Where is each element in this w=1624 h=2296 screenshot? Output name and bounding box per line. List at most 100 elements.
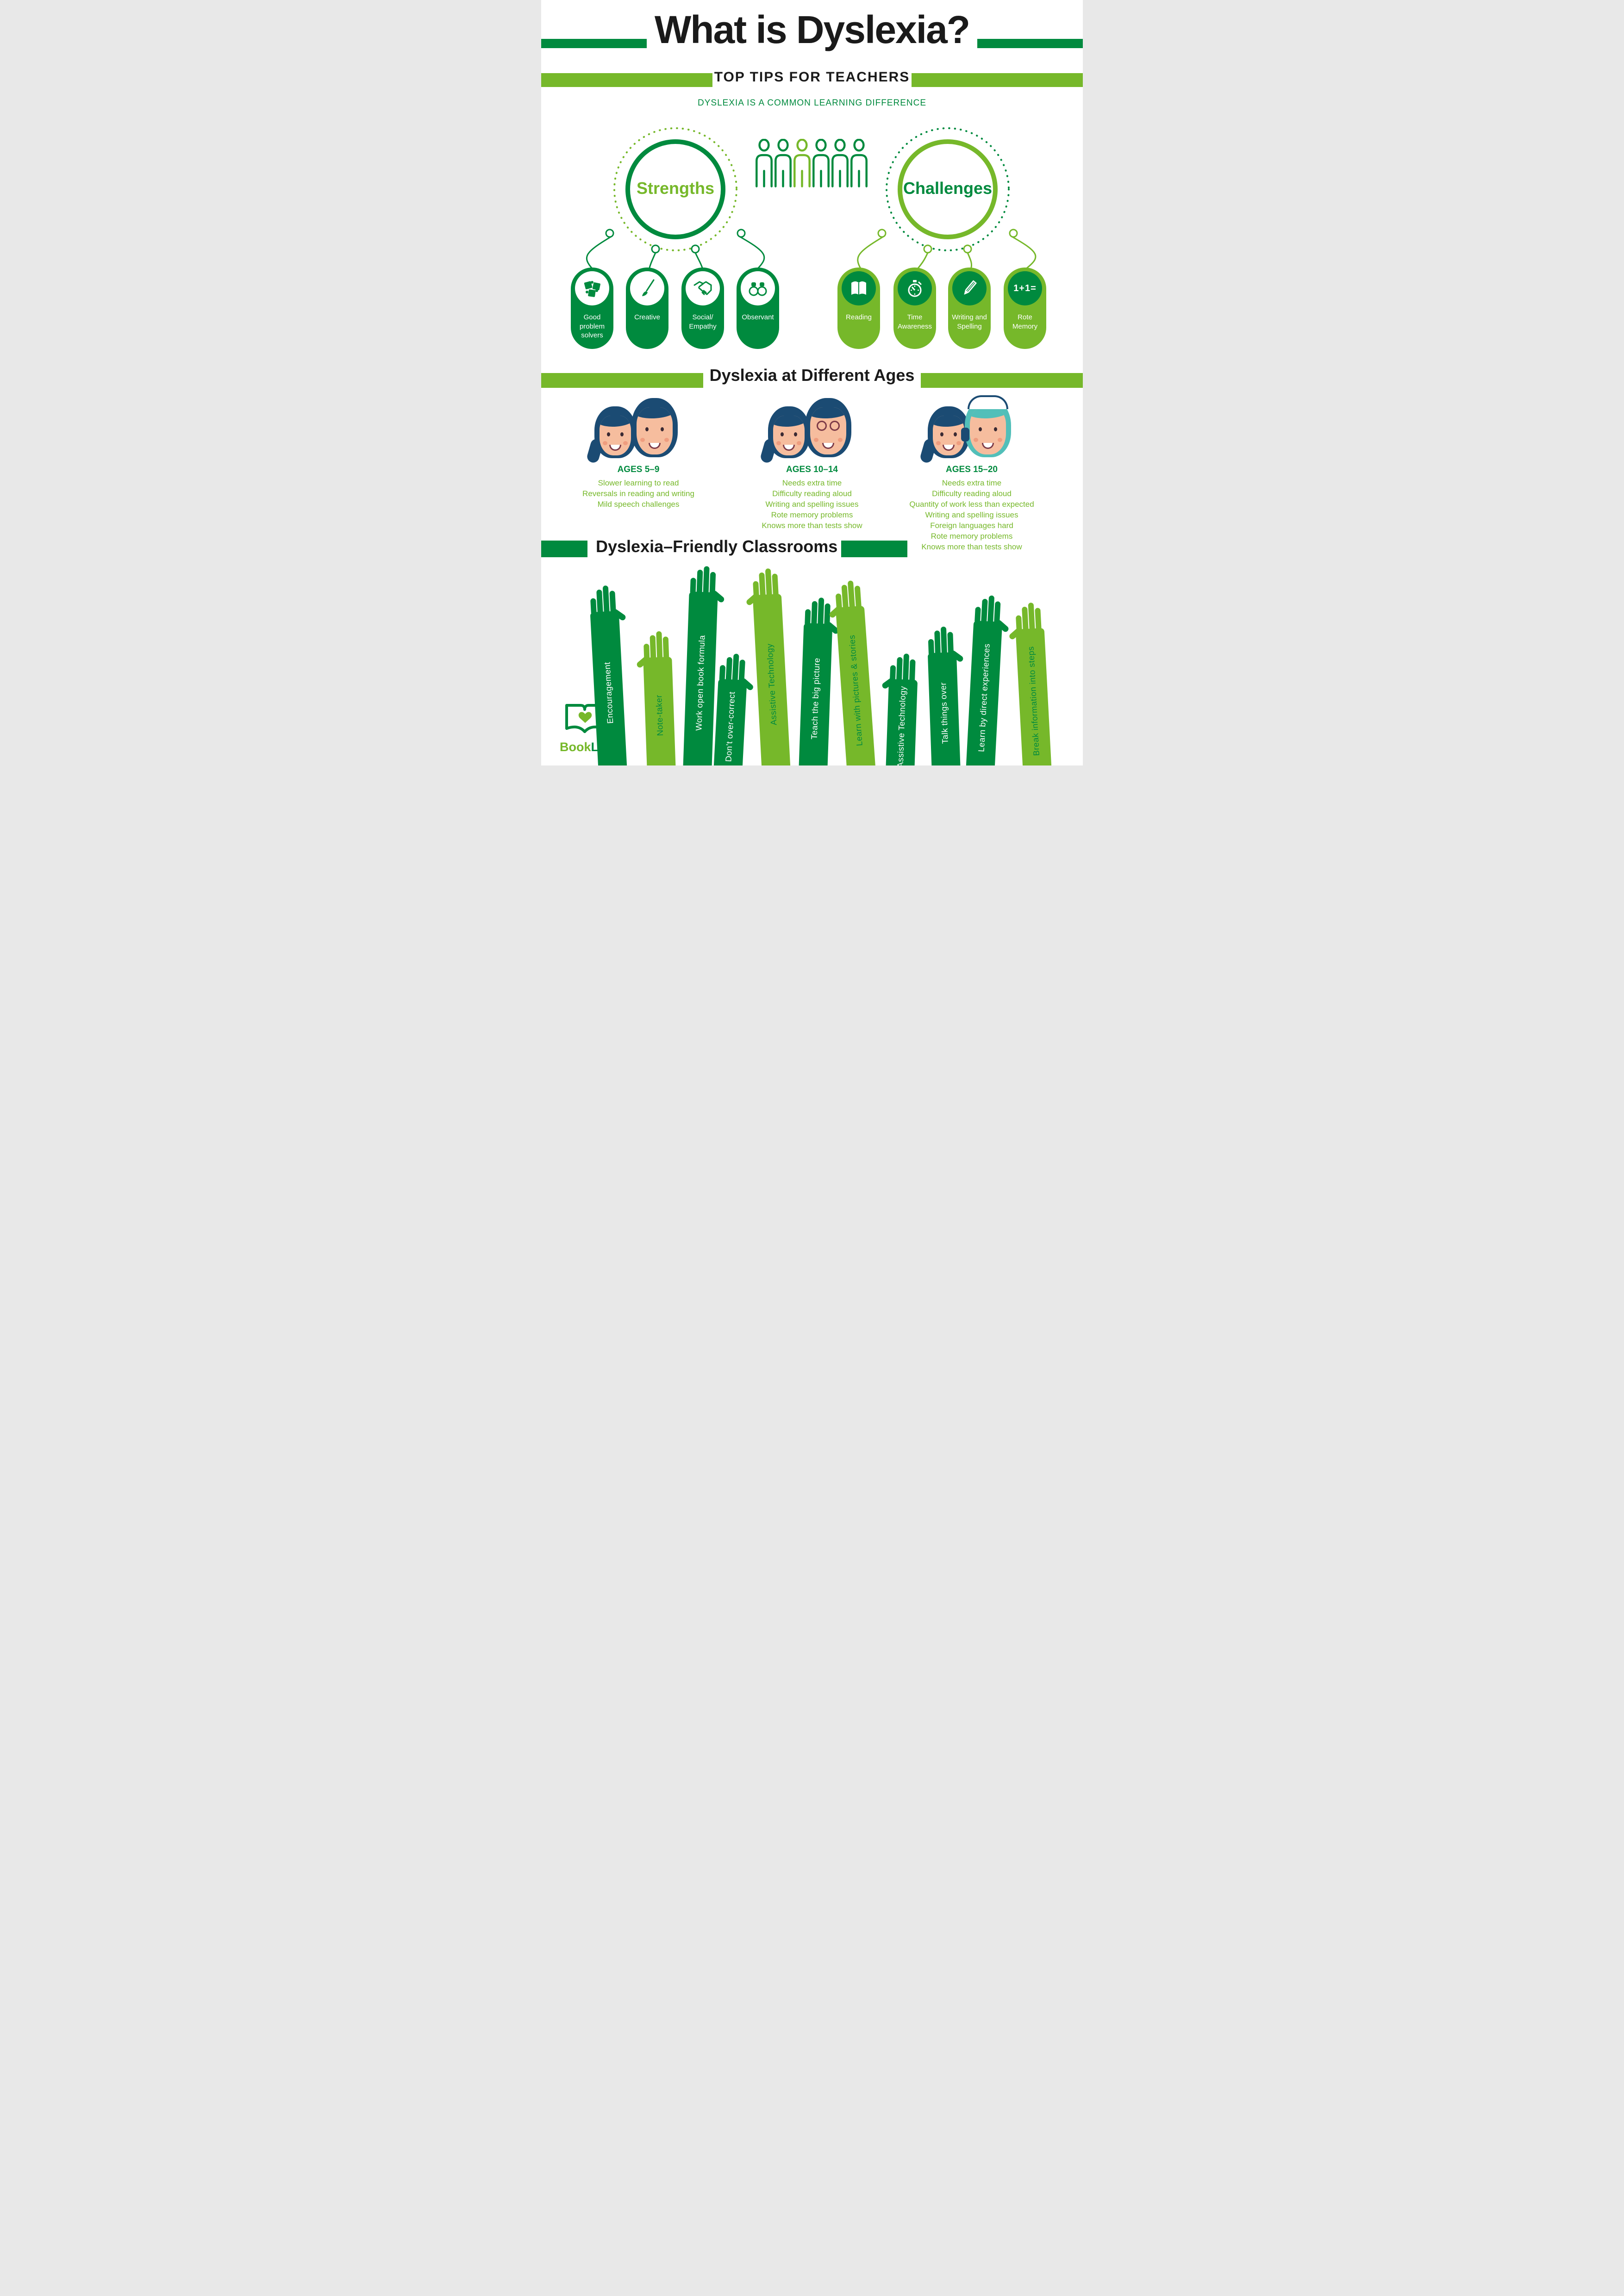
booklife-logo: BookLife xyxy=(560,702,613,754)
age-group-10-14: AGES 10–14 Needs extra time Difficulty r… xyxy=(719,465,905,531)
challenges-connector-lines xyxy=(857,236,1037,270)
strengths-circle xyxy=(625,139,725,239)
heart-icon xyxy=(578,712,592,723)
headphones-icon xyxy=(968,395,1008,409)
strength-pill-social-empathy: Social/ Empathy xyxy=(681,268,724,349)
faces-ages-15-20 xyxy=(919,395,1020,466)
hand-talk-things-over: Talk things over xyxy=(927,625,964,765)
hand-label: Note-taker xyxy=(654,695,665,736)
strength-pill-label: Social/ Empathy xyxy=(689,313,717,330)
ages-accent-bar-left xyxy=(541,373,703,388)
age-point: Needs extra time xyxy=(942,479,1002,487)
hand-label: Work open book formula xyxy=(693,635,706,731)
hand-label: Learn by direct experiences xyxy=(976,643,992,752)
subtitle-accent-bar-left xyxy=(541,73,712,87)
person-icon xyxy=(775,139,792,187)
age-point: Foreign languages hard xyxy=(930,521,1013,530)
person-icon xyxy=(831,139,849,187)
subtitle-accent-bar-right xyxy=(912,73,1083,87)
strength-pill-creative: Creative xyxy=(626,268,668,349)
challenge-pill-time-awareness: Time Awareness xyxy=(893,268,936,349)
hand-break-into-steps: Break information into steps xyxy=(1008,601,1052,765)
teen-face-glasses-illustration xyxy=(805,398,851,457)
age-point: Difficulty reading aloud xyxy=(772,489,852,498)
challenge-pill-label: Reading xyxy=(846,313,872,321)
booklife-book-icon xyxy=(565,704,605,733)
challenges-dotted-ring xyxy=(886,127,1010,251)
challenge-pill-writing-spelling: Writing and Spelling xyxy=(948,268,991,349)
age-group-heading: AGES 5–9 xyxy=(617,465,660,474)
age-group-5-9: AGES 5–9 Slower learning to read Reversa… xyxy=(546,465,731,510)
challenge-pill-label: Writing and Spelling xyxy=(952,313,987,330)
age-point: Writing and spelling issues xyxy=(765,500,859,509)
hand-label: Talk things over xyxy=(938,682,950,744)
strength-pill-label: Observant xyxy=(742,313,774,321)
hand-assistive-technology-1: Assistive Technology xyxy=(745,567,791,765)
open-book-icon xyxy=(851,281,866,295)
page-title: What is Dyslexia? xyxy=(654,8,970,51)
hand-dont-over-correct: Don’t over-correct xyxy=(713,652,755,765)
strengths-dotted-ring xyxy=(613,127,737,251)
age-point: Rote memory problems xyxy=(931,532,1013,541)
age-point: Slower learning to read xyxy=(598,479,679,487)
title-accent-bar-right xyxy=(977,39,1083,48)
teen-face-illustration xyxy=(759,406,810,464)
person-icon xyxy=(812,139,830,187)
hand-label: Teach the big picture xyxy=(809,657,822,740)
age-point: Knows more than tests show xyxy=(762,521,862,530)
subtitle: TOP TIPS FOR TEACHERS xyxy=(714,69,910,85)
hand-label: Break information into steps xyxy=(1026,646,1041,757)
age-point: Rote memory problems xyxy=(771,510,853,519)
age-point: Knows more than tests show xyxy=(921,542,1022,551)
title-accent-bar-left xyxy=(541,39,647,48)
child-face-illustration xyxy=(631,398,678,457)
child-face-illustration xyxy=(586,406,636,464)
faces-ages-5-9 xyxy=(586,396,687,466)
handshake-icon xyxy=(693,281,712,295)
hand-assistive-technology-2: Assistive Technology xyxy=(881,652,918,765)
strength-pill-observant: Observant xyxy=(737,268,779,349)
hand-open-book-formula: Work open book formula xyxy=(683,565,725,765)
age-point: Quantity of work less than expected xyxy=(909,500,1034,509)
challenge-pill-reading: Reading xyxy=(837,268,880,349)
age-group-heading: AGES 10–14 xyxy=(786,465,838,474)
strength-pill-label: Good problem solvers xyxy=(579,313,605,339)
tagline: DYSLEXIA IS A COMMON LEARNING DIFFERENCE xyxy=(698,98,926,108)
classrooms-accent-bar-right xyxy=(841,541,907,557)
binoculars-icon xyxy=(749,282,767,296)
strengths-connector-lines xyxy=(586,236,765,270)
classrooms-accent-bar-left xyxy=(541,541,587,557)
stopwatch-icon xyxy=(908,280,922,297)
booklife-wordmark: BookLife xyxy=(560,740,613,754)
paintbrush-icon xyxy=(642,279,655,296)
challenges-circle xyxy=(898,139,998,239)
equation-icon: 1+1= xyxy=(1013,283,1037,293)
challenge-pill-label: Rote Memory xyxy=(1012,313,1038,330)
hand-label: Assistive Technology xyxy=(764,643,778,726)
age-point: Mild speech challenges xyxy=(597,500,680,509)
hand-note-taker: Note-taker xyxy=(636,630,676,765)
strength-pill-problem-solvers: Good problem solvers xyxy=(571,268,613,349)
infographic-poster: What is Dyslexia? TOP TIPS FOR TEACHERS … xyxy=(541,0,1083,765)
glasses-icon xyxy=(817,420,840,431)
faces-ages-10-14 xyxy=(759,396,861,466)
teen-face-headphones-illustration xyxy=(961,395,1011,457)
puzzle-icon xyxy=(584,281,600,297)
ages-accent-bar-right xyxy=(921,373,1083,388)
hand-pictures-stories: Learn with pictures & stories xyxy=(828,579,876,765)
challenge-pill-rote-memory: 1+1= Rote Memory xyxy=(1004,268,1046,349)
age-point: Needs extra time xyxy=(782,479,842,487)
person-icon xyxy=(850,139,868,187)
hand-label: Don’t over-correct xyxy=(723,691,737,762)
people-statistic-graphic xyxy=(754,139,868,189)
teen-face-illustration xyxy=(919,406,969,464)
hand-direct-experiences: Learn by direct experiences xyxy=(966,594,1010,765)
age-group-heading: AGES 15–20 xyxy=(946,465,998,474)
age-point: Difficulty reading aloud xyxy=(932,489,1012,498)
hand-label: Assistive Technology xyxy=(895,685,908,765)
challenge-pill-label: Time Awareness xyxy=(898,313,932,330)
pencil-icon xyxy=(964,280,977,295)
strengths-label: Strengths xyxy=(636,179,714,198)
strengths-challenges-diagram xyxy=(586,127,1037,270)
person-icon xyxy=(756,139,773,187)
